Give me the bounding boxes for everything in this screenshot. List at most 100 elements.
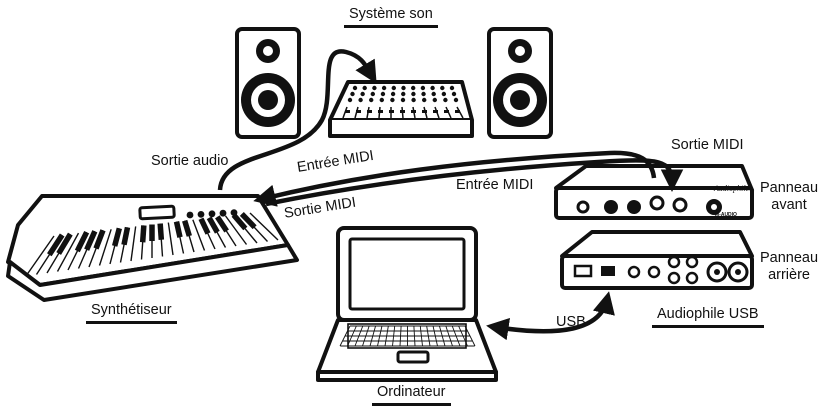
mixer-knob [401, 85, 406, 91]
keyboard-button [186, 211, 194, 219]
mixer-fader-cap [356, 110, 361, 113]
mixer-console [328, 80, 474, 138]
audiophile-rear-unit [560, 230, 754, 290]
keyboard-button [208, 210, 216, 218]
mixer-knob [411, 91, 416, 97]
keyboard-key-separator [130, 226, 137, 262]
keyboard-key-separator [192, 219, 206, 251]
midi-in-cable [253, 150, 657, 207]
mixer-knob [432, 97, 437, 103]
cables [217, 49, 684, 341]
left-speaker [235, 27, 301, 139]
laptop-key-column [384, 325, 389, 347]
audio-cable [217, 49, 377, 191]
midi-out-cable [265, 158, 684, 207]
front-unit-brand: Audiophile [713, 184, 750, 193]
keyboard-key-separator [167, 222, 174, 256]
keyboard-black-key [231, 213, 248, 231]
mixer-knob [379, 97, 384, 103]
laptop-key-column [362, 325, 370, 347]
keyboard-key-separator [249, 212, 279, 241]
laptop-keyboard-area [347, 323, 467, 349]
label-front-panel: Panneau avant [760, 180, 819, 213]
mixer-knob [370, 91, 375, 97]
keyboard-key-separator [98, 229, 112, 266]
label-audio-out: Sortie audio [151, 153, 229, 169]
mixer-fader-cap [389, 110, 394, 113]
mixer-knob [431, 91, 436, 97]
keyboard-black-key [112, 227, 122, 247]
mixer-knob [369, 97, 374, 103]
label-midi-in-interface: Entrée MIDI [456, 177, 534, 193]
keyboard-black-key [139, 225, 147, 243]
label-audiophile-usb: Audiophile USB [652, 306, 764, 328]
keyboard-black-key [93, 229, 106, 250]
mixer-knob [430, 85, 435, 91]
keyboard-button [219, 209, 227, 217]
right-speaker [487, 27, 553, 139]
laptop-key-column [432, 325, 438, 347]
mixer-knob [401, 91, 406, 97]
label-midi-out-interface: Sortie MIDI [671, 137, 744, 153]
keyboard-black-key [47, 233, 65, 257]
mixer-knob [347, 97, 353, 103]
mixer-knob [358, 97, 363, 103]
laptop-key-column [439, 325, 446, 347]
keyboard-black-key [206, 216, 220, 234]
mixer-fader-cap [367, 110, 372, 113]
mixer-fader-cap [444, 110, 449, 113]
mixer-fader-cap [455, 110, 460, 113]
laptop-key-column [445, 325, 453, 347]
laptop-key-column [354, 325, 364, 347]
mixer-knob [390, 97, 395, 103]
mixer-fader-cap [433, 110, 438, 113]
usb-cable [486, 291, 615, 341]
keyboard-black-key [173, 221, 183, 238]
keyboard-key-separator [56, 232, 80, 272]
keyboard-black-key [182, 219, 192, 237]
keyboard-black-key [121, 226, 131, 246]
label-computer: Ordinateur [372, 384, 451, 406]
laptop-key-column [369, 325, 376, 347]
mixer-knob [451, 91, 457, 97]
mixer-knob [453, 97, 459, 103]
laptop-key-column [413, 325, 416, 347]
mixer-knob [411, 85, 416, 91]
laptop-key-column [347, 325, 357, 347]
mixer-knob [443, 97, 448, 103]
mixer-knob [352, 85, 358, 91]
keyboard-black-key [74, 230, 90, 253]
mixer-knob [420, 85, 426, 91]
front-unit-maker: M-AUDIO [715, 212, 737, 218]
keyboard-black-key [56, 232, 73, 255]
label-rear-panel: Panneau arrière [760, 250, 819, 283]
laptop-key-column [419, 325, 423, 347]
mixer-knob [440, 85, 445, 91]
mixer-knob [390, 91, 396, 97]
laptop-key-column [392, 325, 396, 347]
mixer-fader-cap [378, 110, 383, 113]
mixer-fader-cap [400, 110, 405, 113]
mixer-knob [449, 85, 455, 91]
keyboard-button [197, 211, 205, 218]
mixer-knob [362, 85, 367, 91]
keyboard-black-key [157, 223, 165, 240]
laptop-computer [316, 226, 498, 382]
mixer-knob [380, 91, 386, 97]
mixer-knob [350, 91, 355, 97]
keyboard-black-key [239, 212, 257, 230]
keyboard-key-separator [224, 215, 248, 245]
mixer-knob [411, 97, 416, 103]
laptop-key-column [377, 325, 383, 347]
keyboard-black-key [215, 215, 229, 233]
mixer-knob [441, 91, 447, 97]
mixer-fader-cap [411, 110, 416, 113]
mixer-knob [372, 85, 377, 91]
mixer-knob [381, 85, 387, 91]
label-synthesizer: Synthétiseur [86, 302, 177, 324]
mixer-fader-cap [422, 110, 427, 113]
keyboard-black-key [84, 230, 98, 251]
label-usb: USB [556, 314, 586, 330]
mixer-knob [400, 97, 406, 103]
